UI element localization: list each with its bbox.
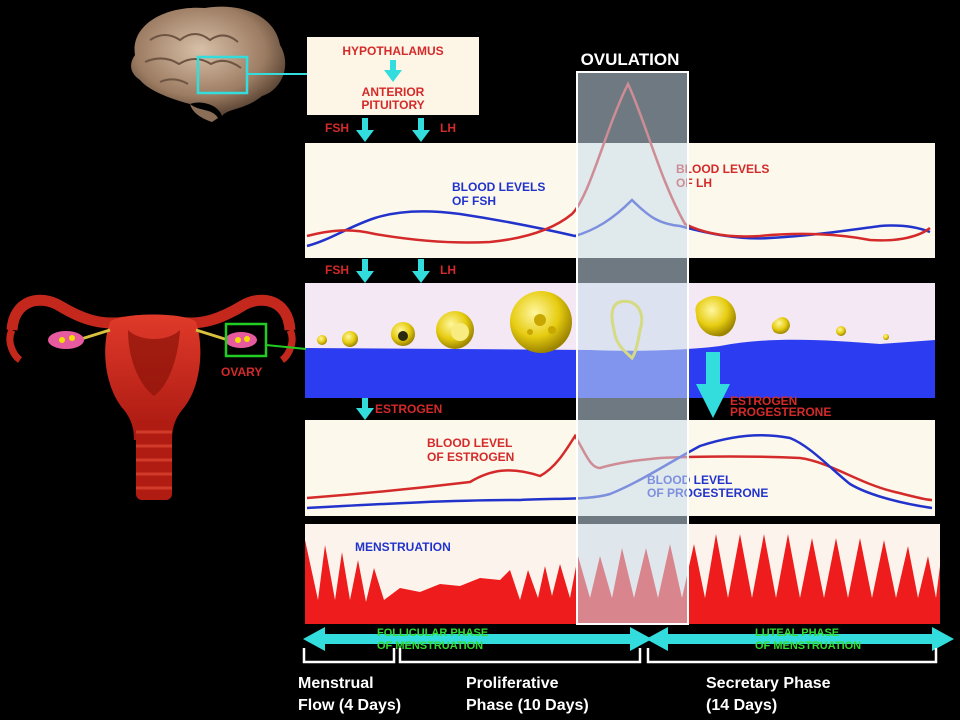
fsh-label-top: FSH	[325, 121, 349, 135]
ovary-highlight-box	[224, 322, 268, 358]
fsh-label-mid: FSH	[325, 263, 349, 277]
ovary-label: OVARY	[221, 365, 262, 379]
fsh-curve-label-1: BLOOD LEVELS	[452, 180, 545, 194]
follicle-sequence	[317, 291, 889, 361]
proliferative-caption-2: Phase (10 Days)	[466, 697, 589, 714]
pituitory-label: PITUITORY	[361, 98, 424, 112]
lh-label-top: LH	[440, 121, 456, 135]
fsh-down-arrow-icon	[356, 118, 374, 142]
estrogen-curve-label-2: OF ESTROGEN	[427, 450, 514, 464]
luteal-label-1: LUTEAL PHASE	[755, 627, 839, 639]
ovulation-band	[577, 72, 688, 624]
ovulation-label: OVULATION	[581, 50, 680, 69]
lh-down-arrow-icon	[412, 118, 430, 142]
uterus-illustration	[6, 294, 296, 500]
estrogen-label-right: ESTROGEN	[730, 394, 797, 408]
estrogen-curve-label-1: BLOOD LEVEL	[427, 436, 512, 450]
menstrual-caption-2: Flow (4 Days)	[298, 697, 401, 714]
lh-mid-arrow-icon	[412, 259, 430, 283]
progesterone-label-right: PROGESTERONE	[730, 405, 831, 419]
proliferative-caption-1: Proliferative	[466, 675, 559, 692]
estrogen-down-arrow-icon	[356, 398, 374, 420]
ovulation-band-border	[576, 71, 689, 625]
follicular-phase-arrow	[303, 627, 652, 651]
estrogen-arrow-label: ESTROGEN	[375, 402, 442, 416]
fsh-curve-label-2: OF FSH	[452, 194, 496, 208]
down-arrow-icon	[384, 60, 402, 82]
secretory-bracket	[646, 648, 938, 664]
brain-illustration	[131, 6, 286, 122]
luteal-phase-arrow	[646, 627, 954, 651]
fsh-mid-arrow-icon	[356, 259, 374, 283]
follicular-label-1: FOLLICULAR PHASE	[377, 627, 488, 639]
ovary-connector-line	[265, 344, 307, 350]
luteal-label-2: OF MENSTRUATION	[755, 640, 861, 652]
menstrual-caption-1: Menstrual	[298, 675, 374, 692]
secretory-caption-1: Secretary Phase	[706, 675, 831, 692]
follicular-label-2: OF MENSTRUATION	[377, 640, 483, 652]
menstrual-bracket	[302, 648, 396, 664]
menstruation-label: MENSTRUATION	[355, 540, 451, 554]
secretory-caption-2: (14 Days)	[706, 697, 777, 714]
proliferative-bracket	[398, 648, 642, 664]
anterior-label: ANTERIOR	[362, 85, 425, 99]
hypothalamus-label: HYPOTHALAMUS	[342, 44, 443, 58]
estrogen-progesterone-arrow-icon	[696, 352, 730, 418]
lh-label-mid: LH	[440, 263, 456, 277]
lh-curve-label-1: BLOOD LEVELS	[676, 162, 769, 176]
